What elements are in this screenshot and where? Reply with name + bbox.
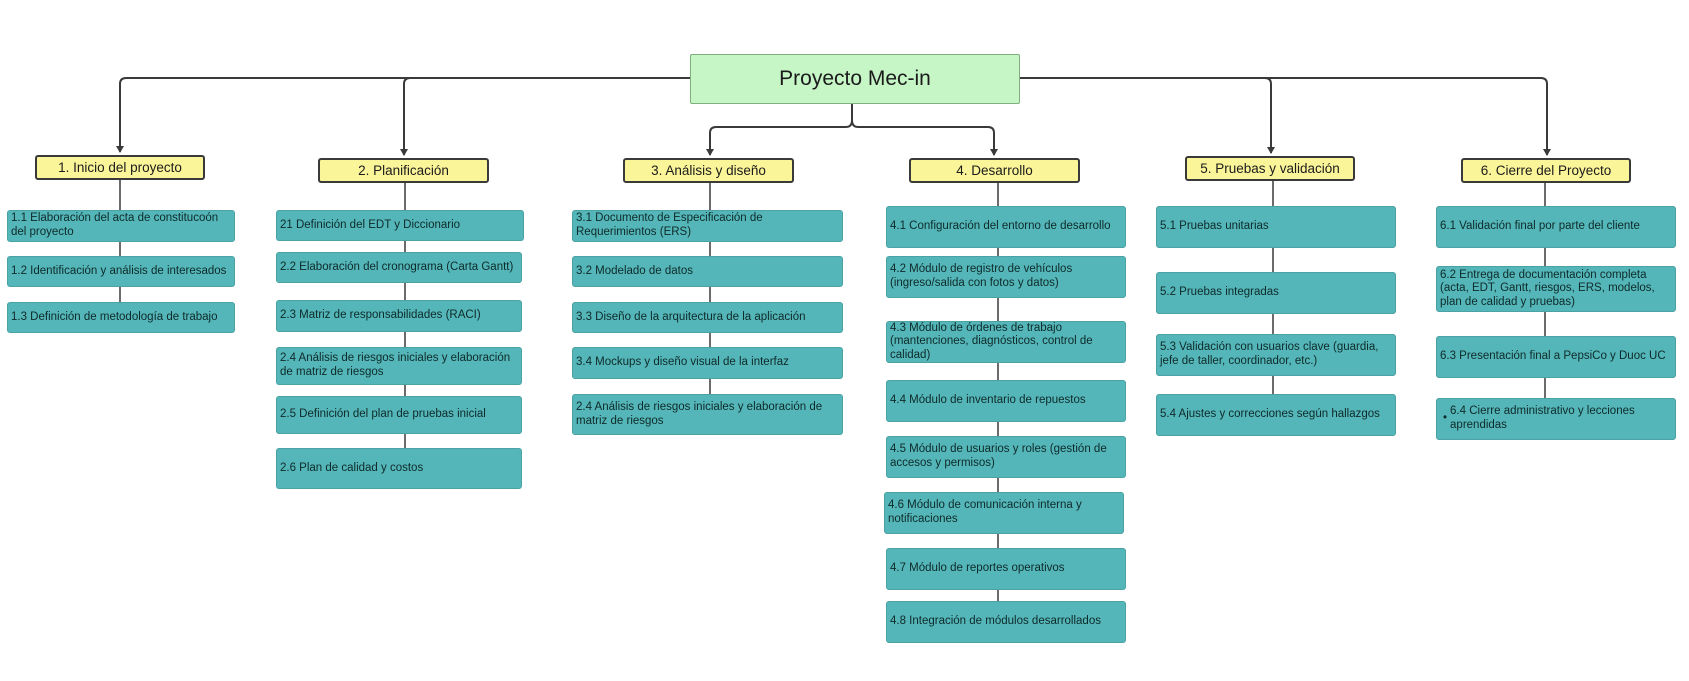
task-3-2: 3.2 Modelado de datos [572,256,843,287]
phase-2-header: 2. Planificación [318,158,489,183]
task-2-2: 2.2 Elaboración del cronograma (Carta Ga… [276,252,522,283]
task-4-4: 4.4 Módulo de inventario de repuestos [886,380,1126,422]
task-2-3: 2.3 Matriz de responsabilidades (RACI) [276,300,522,332]
task-6-3: 6.3 Presentación final a PepsiCo y Duoc … [1436,336,1676,378]
bullet-icon: • [1443,412,1448,425]
task-4-8: 4.8 Integración de módulos desarrollados [886,601,1126,643]
task-6-1: 6.1 Validación final por parte del clien… [1436,206,1676,248]
task-1-1: 1.1 Elaboración del acta de constitucoón… [7,210,235,242]
task-6-4: •6.4 Cierre administrativo y lecciones a… [1436,398,1676,440]
root-node: Proyecto Mec-in [690,54,1020,104]
task-5-4: 5.4 Ajustes y correcciones según hallazg… [1156,394,1396,436]
task-2-4: 2.4 Análisis de riesgos iniciales y elab… [276,347,522,385]
task-3-1: 3.1 Documento de Especificación de Reque… [572,210,843,242]
task-4-1: 4.1 Configuración del entorno de desarro… [886,206,1126,248]
task-4-5: 4.5 Módulo de usuarios y roles (gestión … [886,436,1126,478]
task-2-5: 2.5 Definición del plan de pruebas inici… [276,396,522,434]
phase-6-header: 6. Cierre del Proyecto [1461,158,1631,183]
phase-3-header: 3. Análisis y diseño [623,158,794,183]
task-4-7: 4.7 Módulo de reportes operativos [886,548,1126,590]
task-1-3: 1.3 Definición de metodología de trabajo [7,302,235,333]
phase-1-header: 1. Inicio del proyecto [35,155,205,180]
task-3-5: 2.4 Análisis de riesgos iniciales y elab… [572,394,843,435]
task-5-2: 5.2 Pruebas integradas [1156,272,1396,314]
task-2-6: 2.6 Plan de calidad y costos [276,448,522,489]
task-4-3: 4.3 Módulo de órdenes de trabajo (manten… [886,321,1126,363]
task-5-1: 5.1 Pruebas unitarias [1156,206,1396,248]
task-4-2: 4.2 Módulo de registro de vehículos (ing… [886,256,1126,298]
task-3-4: 3.4 Mockups y diseño visual de la interf… [572,347,843,379]
phase-4-header: 4. Desarrollo [909,158,1080,183]
task-1-2: 1.2 Identificación y análisis de interes… [7,256,235,287]
task-6-2: 6.2 Entrega de documentación completa (a… [1436,266,1676,312]
task-3-3: 3.3 Diseño de la arquitectura de la apli… [572,302,843,333]
task-4-6: 4.6 Módulo de comunicación interna y not… [884,492,1124,534]
task-2-1: 21 Definición del EDT y Diccionario [276,210,524,241]
task-5-3: 5.3 Validación con usuarios clave (guard… [1156,334,1396,376]
phase-5-header: 5. Pruebas y validación [1185,156,1355,181]
